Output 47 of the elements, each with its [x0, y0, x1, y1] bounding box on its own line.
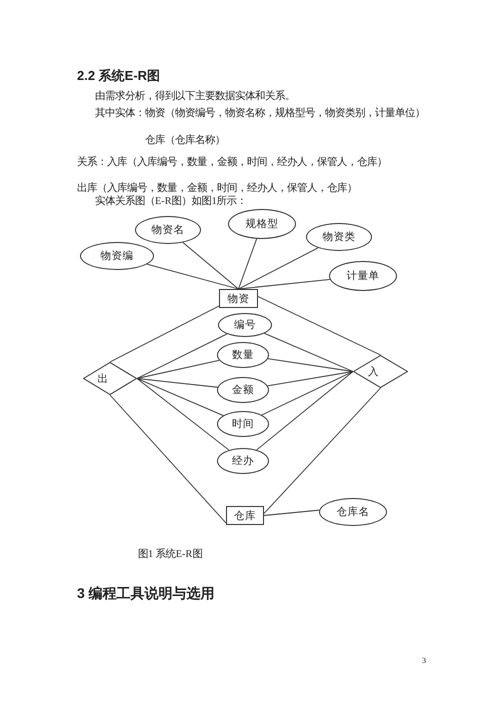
paragraph-text: 关系：入库（入库编号，数量，金额，时间，经办人，保管人，仓库）	[77, 157, 387, 169]
attribute-ellipse: 物资编	[80, 242, 154, 270]
connector-line	[110, 394, 226, 524]
attribute-ellipse: 物资类	[306, 223, 372, 251]
attribute-ellipse: 经办	[217, 448, 269, 474]
paragraph-text: 由需求分析，得到以下主要数据实体和关系。	[95, 91, 295, 103]
connector-line	[136, 360, 220, 379]
attribute-ellipse: 数量	[217, 342, 269, 368]
section-heading: 2.2 系统E-R图	[77, 67, 160, 85]
attribute-ellipse: 时间	[217, 411, 269, 437]
paragraph-text: 实体关系图（E-R图）如图1所示：	[95, 196, 247, 208]
connector-line	[264, 510, 320, 516]
page-number: 3	[422, 655, 426, 667]
attribute-ellipse: 仓库名	[319, 498, 387, 526]
paragraph-text: 其中实体：物资（物资编号，物资名称，规格型号，物资类别，计量单位）	[94, 107, 426, 120]
relationship-label: 入	[368, 365, 379, 378]
connector-line	[264, 332, 354, 372]
attribute-ellipse: 金额	[217, 377, 269, 403]
connector-line	[136, 378, 218, 388]
paragraph-text: 出库（入库编号，数量，金额，时间，经办人，保管人，仓库）	[77, 183, 357, 195]
entity-box: 物资	[219, 289, 258, 308]
connector-line	[238, 247, 319, 290]
relationship-diamond	[353, 355, 408, 388]
connector-line	[264, 388, 381, 514]
connector-line	[136, 333, 228, 379]
attribute-ellipse: 编号	[218, 313, 272, 337]
connector-line	[146, 264, 239, 290]
figure-caption: 图1 系统E-R图	[138, 549, 202, 561]
connector-line	[258, 296, 381, 356]
section-heading: 3 编程工具说明与选用	[77, 585, 215, 603]
paragraph-text: 仓库（仓库名称）	[145, 135, 225, 147]
attribute-ellipse: 规格型	[228, 209, 296, 239]
attribute-ellipse: 计量单	[329, 261, 397, 291]
relationship-diamond	[83, 362, 137, 395]
connector-line	[238, 279, 330, 290]
connector-line	[261, 371, 354, 416]
connector-line	[110, 306, 220, 362]
connector-line	[267, 358, 354, 372]
connector-line	[256, 371, 354, 450]
connector-line	[136, 378, 230, 451]
entity-box: 仓库	[226, 506, 264, 525]
relationship-label: 出	[98, 372, 108, 386]
connector-line	[182, 242, 239, 290]
connector-line	[136, 378, 224, 416]
connector-line	[238, 238, 258, 290]
connector-line	[267, 371, 354, 386]
attribute-ellipse: 物资名	[135, 216, 201, 244]
